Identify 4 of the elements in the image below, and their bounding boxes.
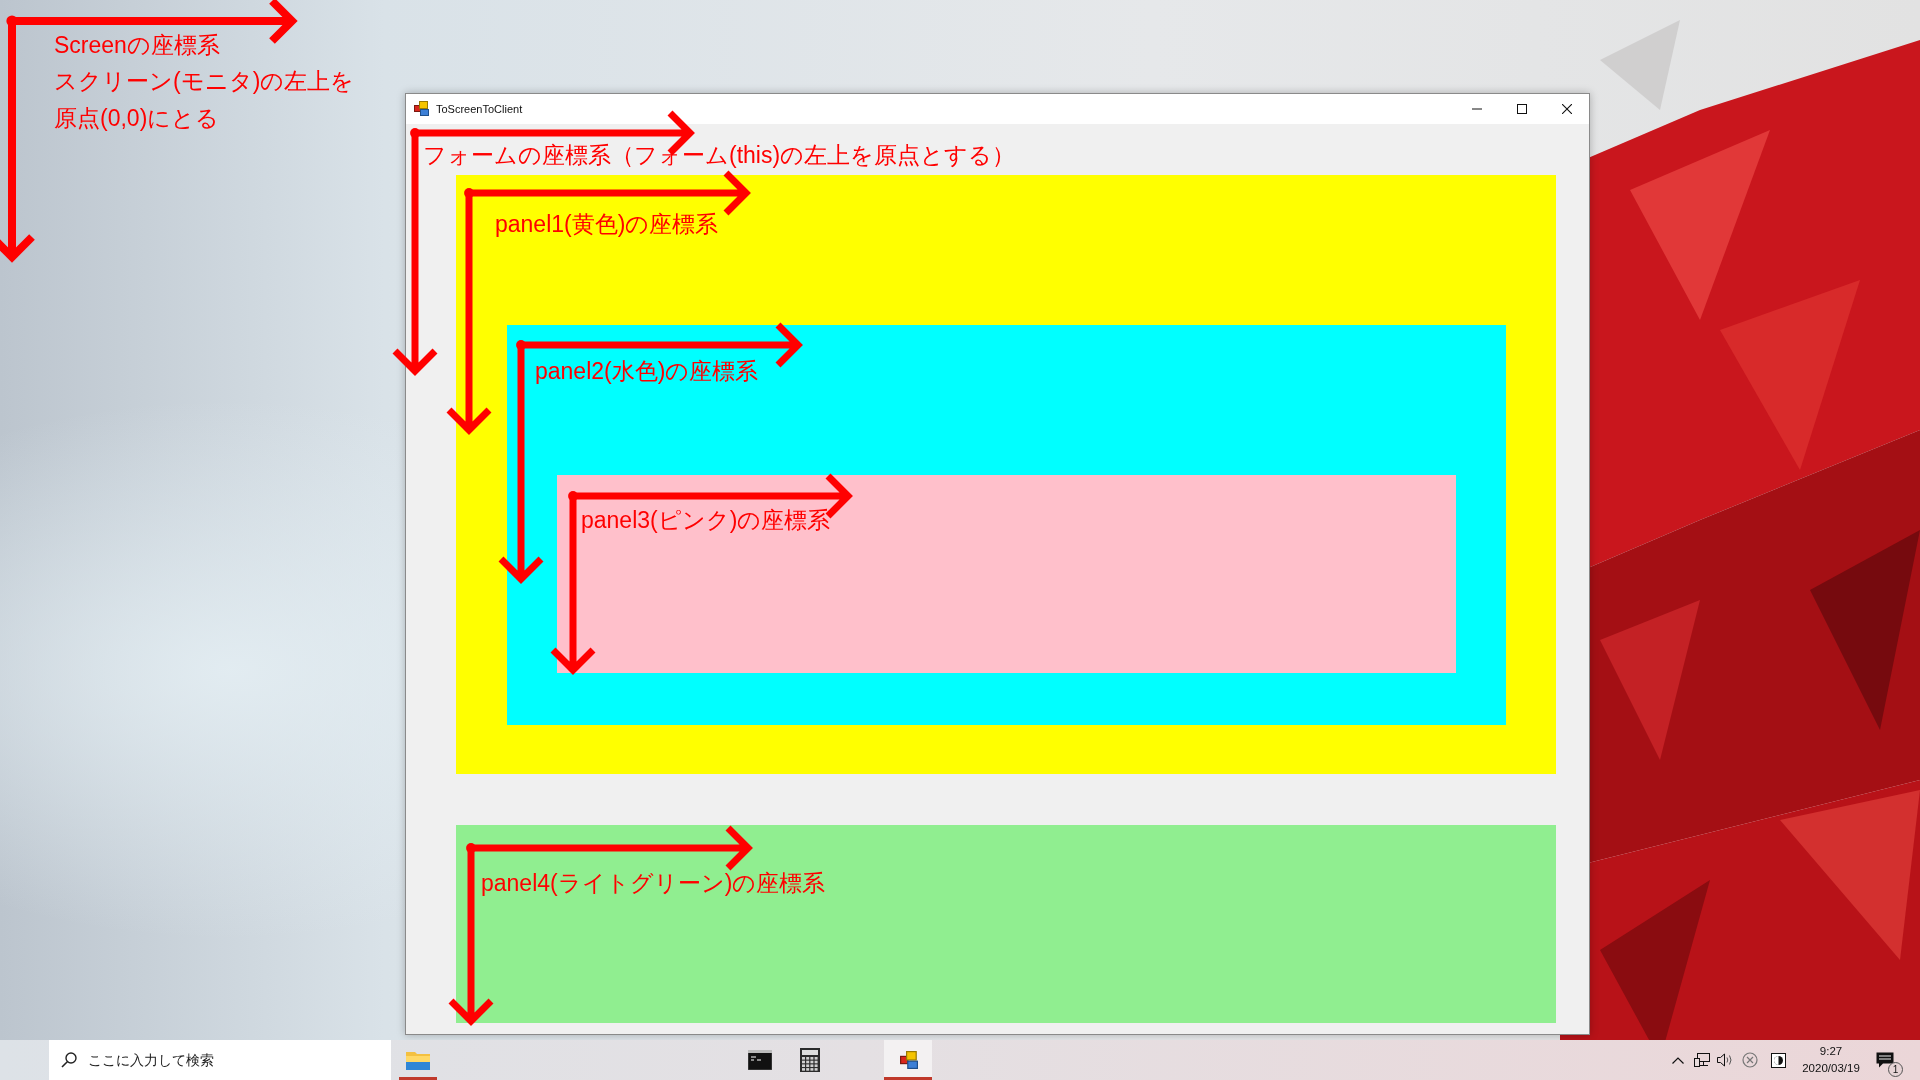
time-text: 9:27 (1819, 1044, 1843, 1058)
notification-badge: 1 (1888, 1062, 1903, 1077)
search-field: ここに入力して検索 (49, 1040, 391, 1080)
date-text: 2020/03/19 (1802, 1061, 1860, 1075)
